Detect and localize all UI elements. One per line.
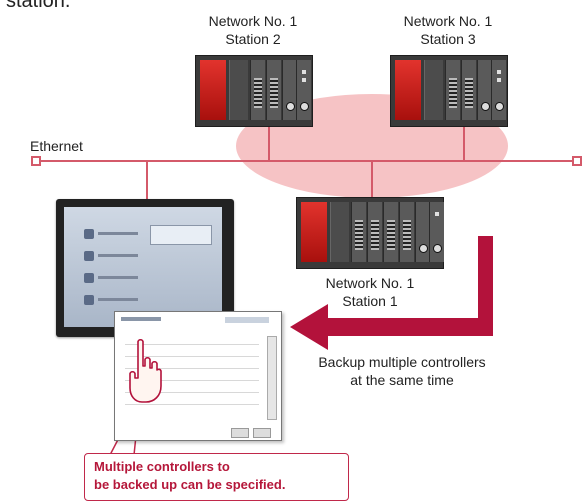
station-2-network: Network No. 1 <box>208 13 298 29</box>
station-3-name: Station 3 <box>420 31 476 47</box>
arrow-caption-line1: Backup multiple controllers <box>318 354 486 370</box>
screen-button <box>231 428 249 438</box>
power-supply-module <box>395 60 421 120</box>
controller-list-row <box>125 394 259 405</box>
controller-list-row <box>125 358 259 369</box>
screen-header-buttons <box>225 317 269 323</box>
callout-line1: Multiple controllers to <box>94 459 230 474</box>
io-module <box>461 60 476 120</box>
hmi-screen <box>64 207 222 327</box>
station-1-network: Network No. 1 <box>325 275 415 291</box>
hmi-menu-item <box>84 293 140 307</box>
ethernet-label: Ethernet <box>30 138 83 154</box>
io-module <box>445 60 460 120</box>
hmi-menu-item <box>84 271 140 285</box>
ethernet-terminator-left <box>31 156 41 166</box>
backup-arrow <box>290 236 493 350</box>
hmi-menu-item <box>84 227 140 241</box>
cpu-module <box>330 202 349 262</box>
io-module <box>367 202 382 262</box>
station-2-name: Station 2 <box>225 31 281 47</box>
screen-button <box>253 428 271 438</box>
arrow-caption-line2: at the same time <box>350 372 454 388</box>
network-module <box>282 60 297 120</box>
controller-list-row <box>125 370 259 381</box>
station-1-label: Network No. 1 Station 1 <box>300 274 440 310</box>
screen-title-bar <box>121 317 161 321</box>
station-1-name: Station 1 <box>342 293 398 309</box>
cpu-module <box>424 60 443 120</box>
power-supply-module <box>301 202 327 262</box>
cpu-module <box>229 60 248 120</box>
plc-station-1 <box>296 197 444 269</box>
controller-list-row <box>125 346 259 357</box>
hmi-button <box>150 225 212 245</box>
controller-list-row <box>125 334 259 345</box>
network-module <box>491 60 506 120</box>
io-module <box>383 202 398 262</box>
hmi-menu-item <box>84 249 140 263</box>
arrow-caption: Backup multiple controllers at the same … <box>292 353 512 389</box>
plc-station-2 <box>195 55 313 127</box>
network-module <box>429 202 444 262</box>
station-3-label: Network No. 1 Station 3 <box>390 12 506 48</box>
io-module <box>266 60 281 120</box>
io-module <box>399 202 414 262</box>
callout-line2: be backed up can be specified. <box>94 477 286 492</box>
partial-header-text: station. <box>6 0 71 12</box>
station-2-label: Network No. 1 Station 2 <box>195 12 311 48</box>
io-module <box>250 60 265 120</box>
station-3-network: Network No. 1 <box>403 13 493 29</box>
hand-pointer-icon <box>129 338 162 403</box>
plc-station-3 <box>390 55 508 127</box>
callout-text: Multiple controllers to be backed up can… <box>94 458 344 494</box>
callout-box <box>84 453 349 501</box>
io-module <box>351 202 366 262</box>
network-module <box>296 60 311 120</box>
ethernet-terminator-right <box>572 156 582 166</box>
controller-list-row <box>125 382 259 393</box>
power-supply-module <box>200 60 226 120</box>
network-module <box>477 60 492 120</box>
screen-scrollbar <box>267 336 277 420</box>
network-module <box>415 202 430 262</box>
